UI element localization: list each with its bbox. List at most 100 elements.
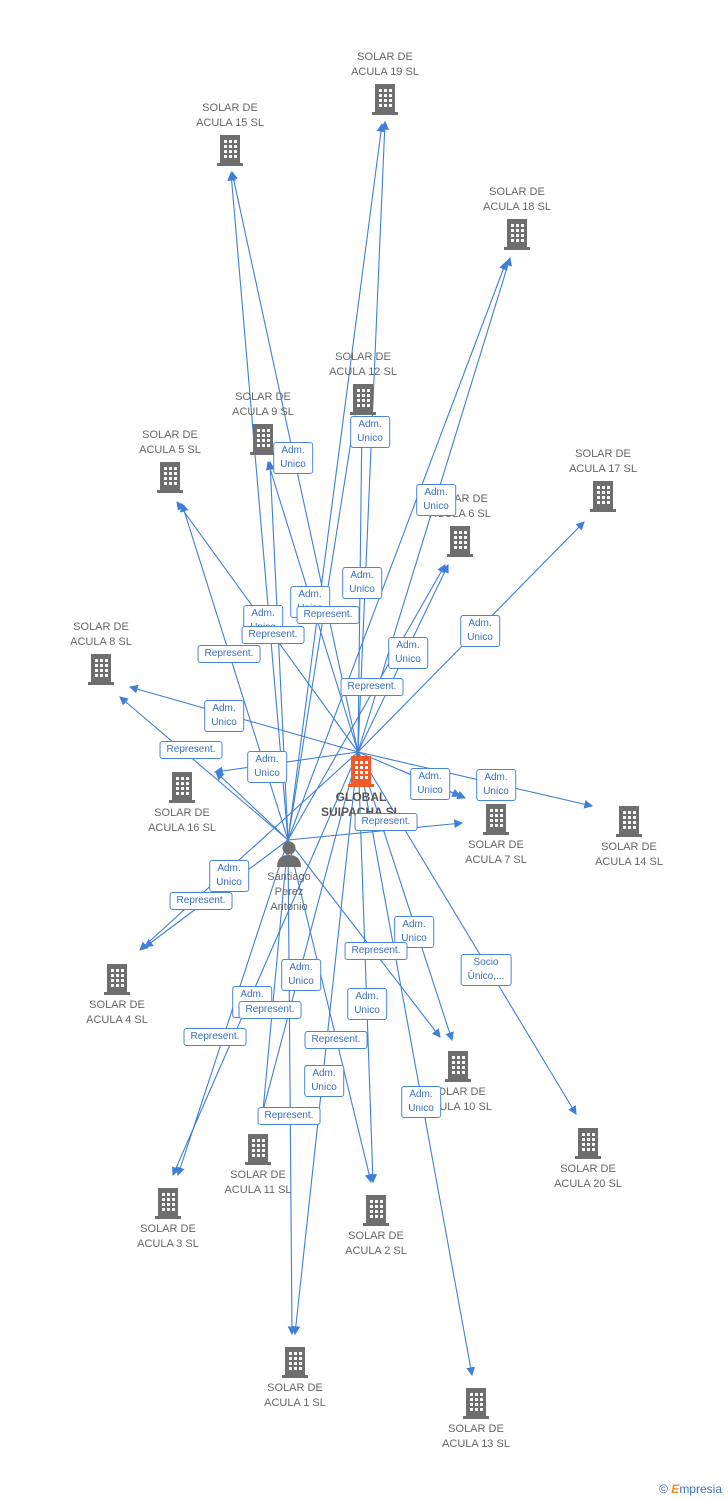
person-icon bbox=[234, 840, 344, 868]
node-label: SOLAR DE ACULA 5 SL bbox=[139, 429, 201, 456]
copyright-symbol: © bbox=[659, 1482, 668, 1496]
company-node-c20[interactable]: SOLAR DE ACULA 20 SL bbox=[533, 1124, 643, 1192]
building-icon bbox=[127, 770, 237, 804]
relation-edge-8 bbox=[287, 414, 359, 841]
relation-badge[interactable]: Adm. Unico bbox=[476, 769, 516, 801]
relation-badge[interactable]: Represent. bbox=[241, 626, 305, 644]
company-node-c4[interactable]: SOLAR DE ACULA 4 SL bbox=[62, 960, 172, 1028]
company-node-c18[interactable]: SOLAR DE ACULA 18 SL bbox=[462, 185, 572, 253]
relation-badge[interactable]: Represent. bbox=[344, 942, 408, 960]
node-label: SOLAR DE ACULA 13 SL bbox=[442, 1423, 510, 1450]
building-icon bbox=[113, 1186, 223, 1220]
relation-edge-12 bbox=[180, 502, 289, 841]
building-icon bbox=[240, 1345, 350, 1379]
building-icon bbox=[203, 1132, 313, 1166]
relation-badge[interactable]: Adm. Unico bbox=[281, 959, 321, 991]
node-label: SOLAR DE ACULA 20 SL bbox=[554, 1163, 622, 1190]
company-node-c13[interactable]: SOLAR DE ACULA 13 SL bbox=[421, 1384, 531, 1452]
relation-edge-26 bbox=[357, 751, 454, 1042]
relation-badge[interactable]: Represent. bbox=[340, 678, 404, 696]
relation-badge[interactable]: Represent. bbox=[238, 1001, 302, 1019]
company-node-c5[interactable]: SOLAR DE ACULA 5 SL bbox=[115, 428, 225, 496]
relation-badge[interactable]: Adm. Unico bbox=[247, 751, 287, 783]
building-icon bbox=[46, 652, 156, 686]
relation-edge-2 bbox=[287, 122, 386, 841]
company-node-c15[interactable]: SOLAR DE ACULA 15 SL bbox=[175, 101, 285, 169]
building-icon bbox=[403, 1049, 513, 1083]
relation-edge-16 bbox=[128, 684, 359, 753]
relation-badge[interactable]: Adm. Unico bbox=[209, 860, 249, 892]
building-icon bbox=[330, 82, 440, 116]
relation-badge[interactable]: Adm. Unico bbox=[460, 615, 500, 647]
company-node-c11[interactable]: SOLAR DE ACULA 11 SL bbox=[203, 1130, 313, 1198]
company-node-c1[interactable]: SOLAR DE ACULA 1 SL bbox=[240, 1343, 350, 1411]
relation-badge[interactable]: Adm. Unico bbox=[304, 1065, 344, 1097]
relation-badge[interactable]: Represent. bbox=[183, 1028, 247, 1046]
relation-edge-3 bbox=[227, 171, 289, 841]
company-node-c14[interactable]: SOLAR DE ACULA 14 SL bbox=[574, 802, 684, 870]
empresia-logo[interactable]: © Empresia bbox=[659, 1482, 722, 1496]
relation-badge[interactable]: Adm. Unico bbox=[410, 768, 450, 800]
company-node-c3[interactable]: SOLAR DE ACULA 3 SL bbox=[113, 1184, 223, 1252]
company-node-c17[interactable]: SOLAR DE ACULA 17 SL bbox=[548, 447, 658, 515]
company-node-c2[interactable]: SOLAR DE ACULA 2 SL bbox=[321, 1191, 431, 1259]
person-node[interactable]: Santiago Perez Antonio bbox=[234, 838, 344, 915]
building-icon bbox=[62, 962, 172, 996]
relation-badge[interactable]: Adm. Unico bbox=[273, 442, 313, 474]
building-icon bbox=[441, 802, 551, 836]
relation-badge[interactable]: Adm. Unico bbox=[416, 484, 456, 516]
relation-edge-6 bbox=[287, 260, 508, 841]
node-label: SOLAR DE ACULA 3 SL bbox=[137, 1223, 199, 1250]
relation-badge[interactable]: Represent. bbox=[169, 892, 233, 910]
company-node-c7[interactable]: SOLAR DE ACULA 7 SL bbox=[441, 800, 551, 868]
building-icon bbox=[405, 524, 515, 558]
relation-badge[interactable]: Adm. Unico bbox=[347, 988, 387, 1020]
building-icon bbox=[321, 1193, 431, 1227]
node-label: SOLAR DE ACULA 2 SL bbox=[345, 1230, 407, 1257]
relation-badge[interactable]: Represent. bbox=[197, 645, 261, 663]
relation-edge-28 bbox=[357, 751, 577, 1115]
company-node-c8[interactable]: SOLAR DE ACULA 8 SL bbox=[46, 620, 156, 688]
building-icon bbox=[306, 754, 416, 788]
relation-badge[interactable]: Represent. bbox=[354, 813, 418, 831]
relation-badge[interactable]: Represent. bbox=[304, 1031, 368, 1049]
node-label: SOLAR DE ACULA 8 SL bbox=[70, 621, 132, 648]
relation-edge-19 bbox=[215, 771, 289, 841]
node-label: SOLAR DE ACULA 19 SL bbox=[351, 51, 419, 78]
relation-badge[interactable]: Represent. bbox=[296, 606, 360, 624]
relation-edge-30 bbox=[258, 839, 289, 1124]
node-label: SOLAR DE ACULA 1 SL bbox=[264, 1382, 326, 1409]
building-icon bbox=[308, 382, 418, 416]
relation-edge-15 bbox=[287, 564, 446, 841]
relation-badge[interactable]: Adm. Unico bbox=[388, 637, 428, 669]
relation-badge[interactable]: Adm. Unico bbox=[204, 700, 244, 732]
relation-badge[interactable]: Represent. bbox=[257, 1107, 321, 1125]
logo-e: E bbox=[671, 1482, 680, 1496]
logo-text: mpresia bbox=[679, 1482, 722, 1496]
node-label: SOLAR DE ACULA 7 SL bbox=[465, 839, 527, 866]
company-node-c16[interactable]: SOLAR DE ACULA 16 SL bbox=[127, 768, 237, 836]
relation-edge-37 bbox=[357, 751, 475, 1377]
relation-badge[interactable]: Adm. Unico bbox=[401, 1086, 441, 1118]
building-icon bbox=[175, 133, 285, 167]
building-icon bbox=[533, 1126, 643, 1160]
company-node-c9[interactable]: SOLAR DE ACULA 9 SL bbox=[208, 390, 318, 458]
node-label: SOLAR DE ACULA 12 SL bbox=[329, 351, 397, 378]
node-label: SOLAR DE ACULA 9 SL bbox=[232, 391, 294, 418]
relation-edge-23 bbox=[287, 819, 464, 841]
relation-badge[interactable]: Represent. bbox=[159, 741, 223, 759]
node-label: SOLAR DE ACULA 18 SL bbox=[483, 186, 551, 213]
relation-edge-31 bbox=[172, 751, 359, 1177]
company-node-c19[interactable]: SOLAR DE ACULA 19 SL bbox=[330, 50, 440, 118]
center-company-node[interactable]: GLOBAL SUIPACHA SL bbox=[306, 752, 416, 820]
relation-badge[interactable]: Adm. Unico bbox=[350, 416, 390, 448]
node-label: Santiago Perez Antonio bbox=[267, 871, 311, 913]
relation-badge[interactable]: Socio Único,... bbox=[460, 954, 512, 986]
company-node-c12[interactable]: SOLAR DE ACULA 12 SL bbox=[308, 350, 418, 418]
relation-badge[interactable]: Adm. Unico bbox=[342, 567, 382, 599]
node-label: SOLAR DE ACULA 11 SL bbox=[224, 1169, 292, 1196]
relation-edge-36 bbox=[287, 839, 297, 1336]
relation-edge-29 bbox=[257, 751, 359, 1124]
